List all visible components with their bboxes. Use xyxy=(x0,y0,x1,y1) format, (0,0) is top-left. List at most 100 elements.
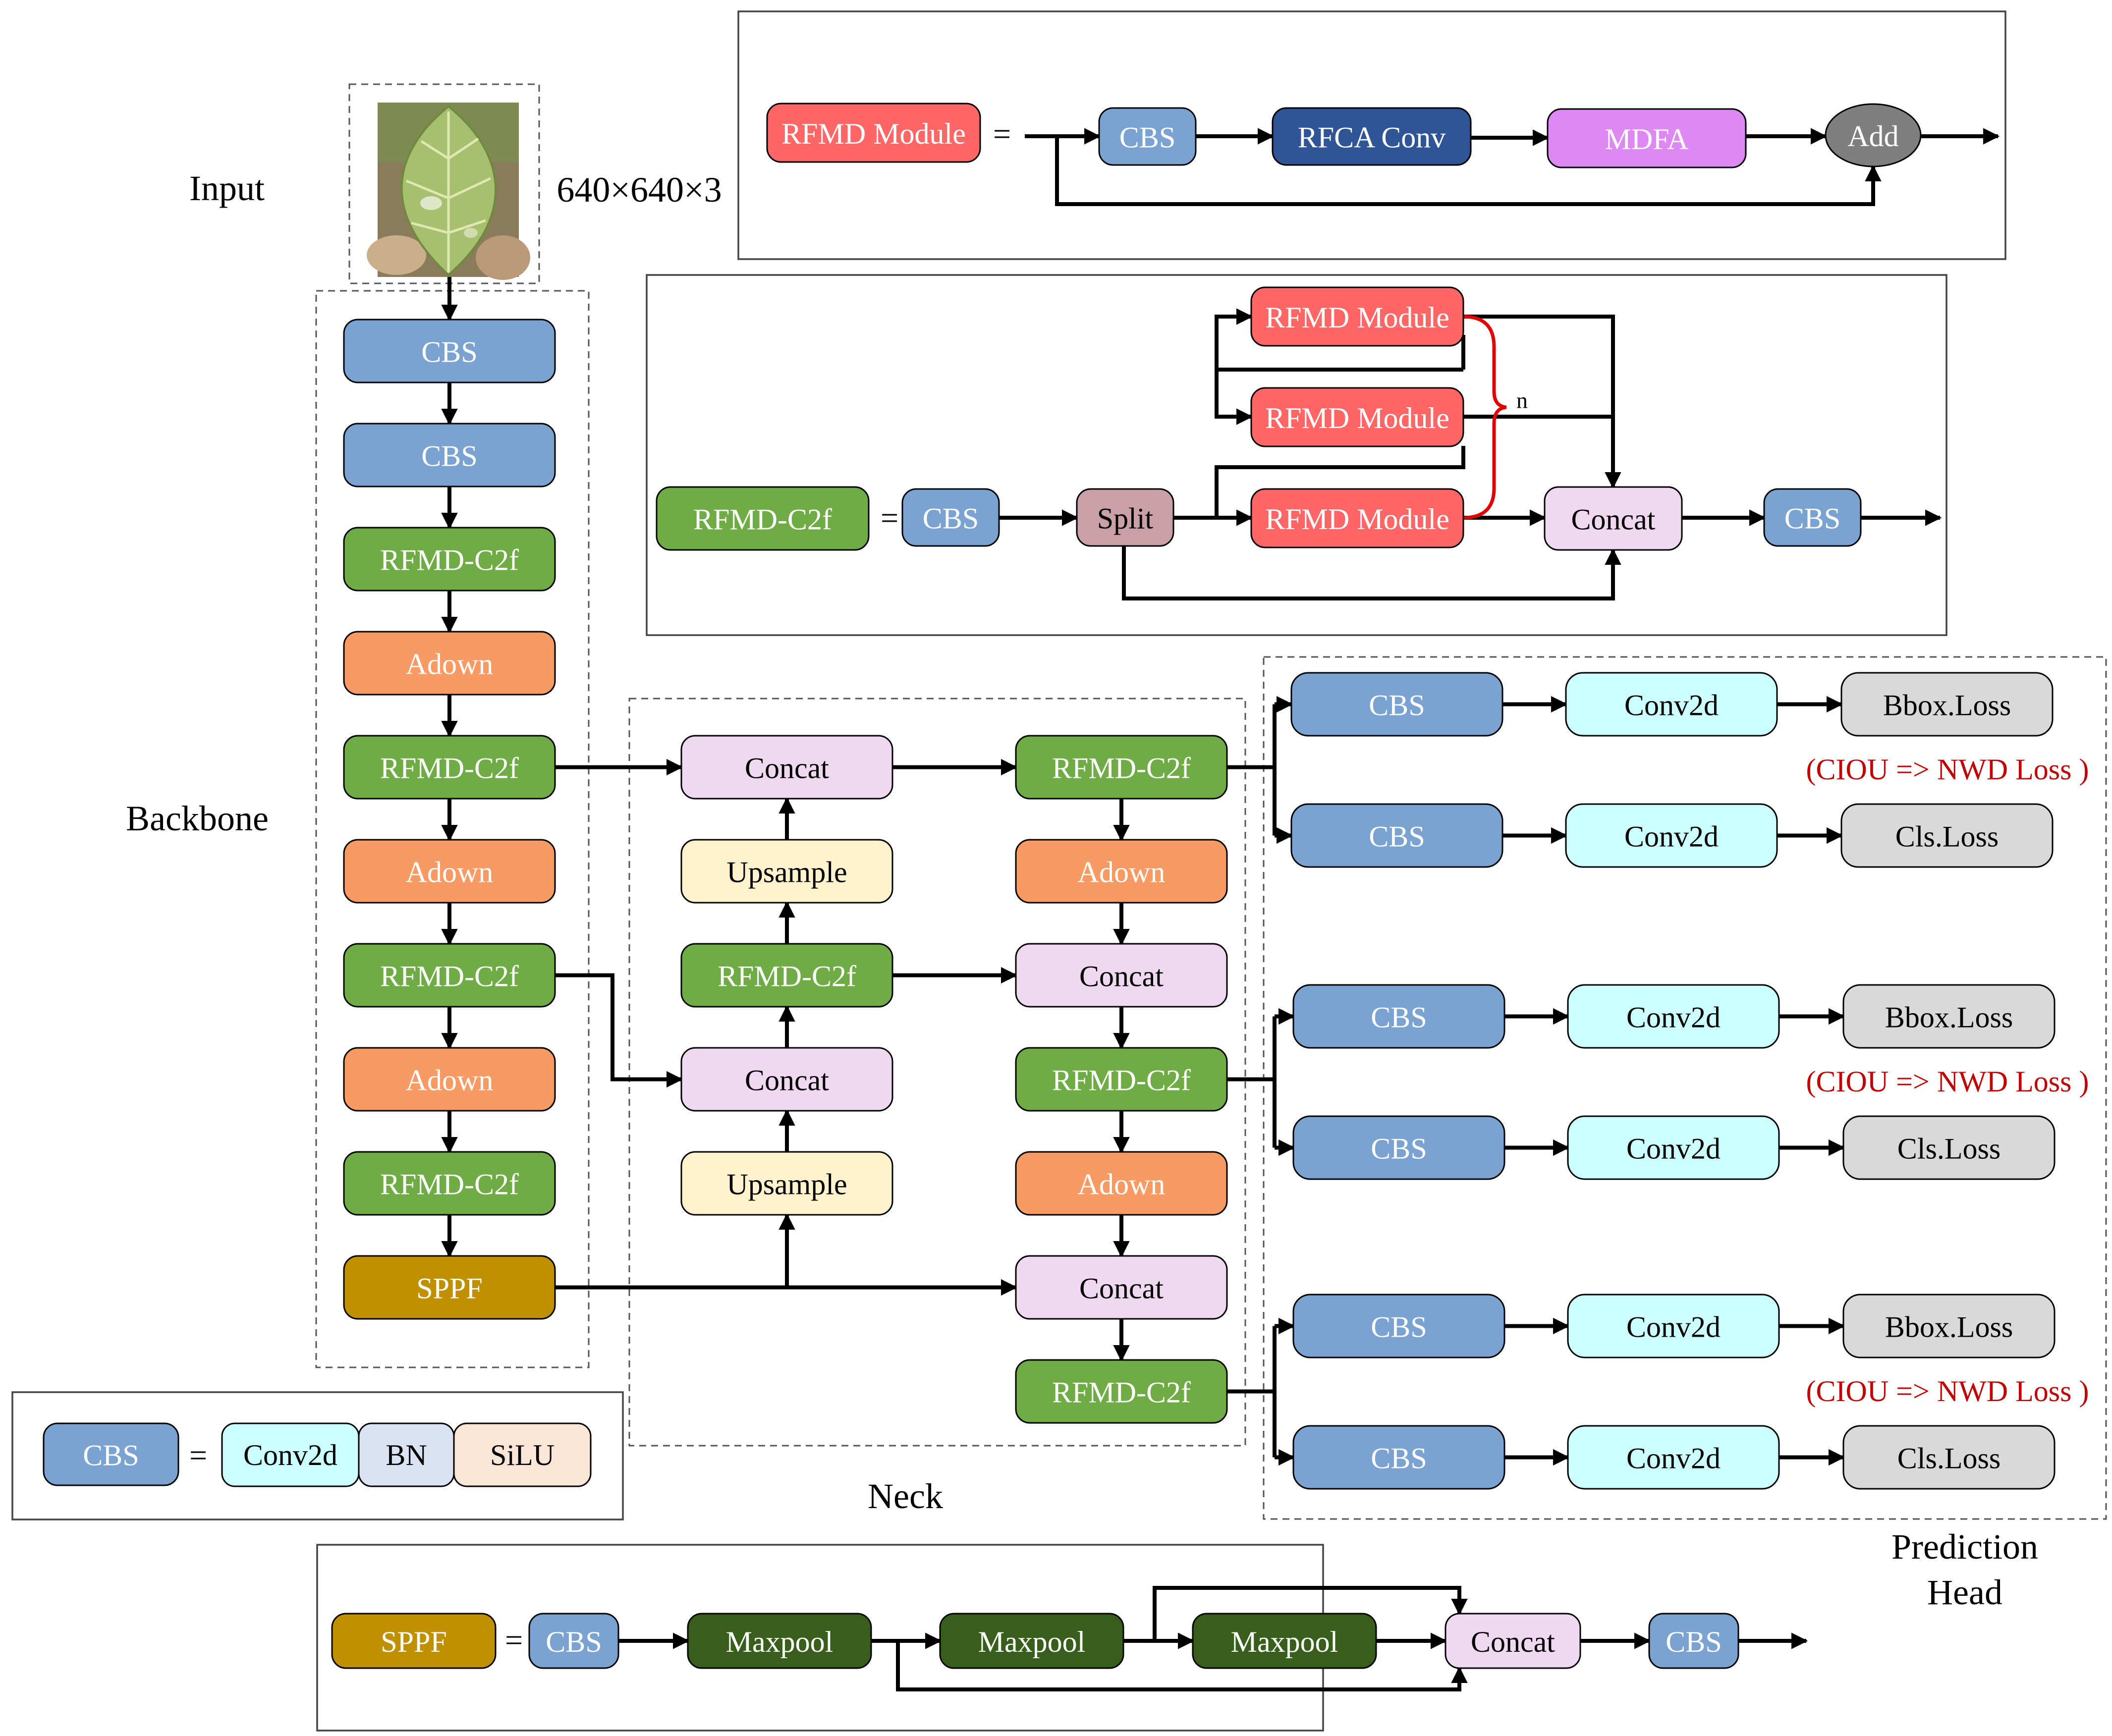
head-2-loss-note: (CIOU => NWD Loss ) xyxy=(1806,1065,2089,1098)
head-3-top-bbox-loss-label: Bbox.Loss xyxy=(1885,1311,2013,1344)
head-2-top-cbs-label: CBS xyxy=(1371,1001,1427,1034)
def-rfmd-module-equals: = xyxy=(993,116,1011,152)
def-sppf-equals: = xyxy=(505,1623,523,1658)
def-maxpool-3-label: Maxpool xyxy=(1231,1626,1338,1658)
neck-upsample-a5 xyxy=(680,1151,893,1216)
connector xyxy=(1153,1586,1468,1641)
backbone-rfmd-c2f-3-label: RFMD-C2f xyxy=(380,544,519,577)
backbone-rfmd-c2f-5-label: RFMD-C2f xyxy=(380,752,519,785)
def-split-label: Split xyxy=(1097,502,1154,535)
backbone-rfmd-c2f-7-label: RFMD-C2f xyxy=(380,960,519,993)
head-3-loss-note: (CIOU => NWD Loss ) xyxy=(1806,1375,2089,1408)
def-maxpool-1 xyxy=(687,1613,872,1669)
neck-adown-b5-label: Adown xyxy=(1078,1168,1166,1201)
neck-rfmd-c2f-a3-label: RFMD-C2f xyxy=(718,960,856,993)
head-3-top-bbox-loss xyxy=(1842,1294,2056,1358)
head-3-bottom-cbs-label: CBS xyxy=(1371,1442,1427,1475)
head-3-top-cbs xyxy=(1292,1294,1505,1358)
def-maxpool-3 xyxy=(1192,1613,1377,1669)
connector xyxy=(555,973,683,1088)
head-1-top-bbox-loss xyxy=(1840,672,2054,737)
connector xyxy=(555,1213,795,1290)
def-cbs-conv2d-label: Conv2d xyxy=(243,1439,337,1471)
neck-adown-b5 xyxy=(1015,1151,1228,1216)
def-split xyxy=(1076,488,1174,547)
input-label: Input xyxy=(189,168,265,208)
head-3-bottom-cbs xyxy=(1292,1425,1505,1490)
head-1-bottom-cbs xyxy=(1290,803,1503,868)
head-1-top-conv2d-label: Conv2d xyxy=(1624,689,1719,722)
head-3-bottom-conv2d xyxy=(1567,1425,1780,1490)
head-2-top-bbox-loss xyxy=(1842,984,2056,1049)
neck-upsample-a2-label: Upsample xyxy=(726,856,847,889)
def-cbs-silu-label: SiLU xyxy=(490,1439,555,1471)
backbone-label: Backbone xyxy=(126,799,269,838)
neck-adown-b2-label: Adown xyxy=(1078,856,1166,889)
def-rfmd-cbs xyxy=(1098,107,1197,166)
neck-concat-b3 xyxy=(1015,943,1228,1008)
neck-concat-a4-label: Concat xyxy=(745,1064,829,1097)
def-sppf-concat xyxy=(1445,1613,1581,1669)
neck-concat-a4 xyxy=(680,1047,893,1112)
head-1-top-bbox-loss-label: Bbox.Loss xyxy=(1883,689,2011,722)
head-3-top-cbs-label: CBS xyxy=(1371,1311,1427,1344)
connector xyxy=(1122,546,1621,600)
neck-rfmd-c2f-a3 xyxy=(680,943,893,1008)
repeat-n-label: n xyxy=(1516,388,1528,413)
def-c2f-rfmd-module-3-label: RFMD Module xyxy=(1265,503,1449,536)
neck-label: Neck xyxy=(868,1476,943,1516)
head-1-bottom-cls-loss xyxy=(1840,803,2054,868)
head-1-bottom-conv2d xyxy=(1565,803,1778,868)
def-add-label: Add xyxy=(1847,120,1898,153)
head-2-top-bbox-loss-label: Bbox.Loss xyxy=(1885,1001,2013,1034)
def-add-node xyxy=(1825,103,1922,167)
head-2-bottom-cls-loss xyxy=(1842,1115,2056,1180)
backbone-rfmd-c2f-3 xyxy=(343,527,556,592)
def-cbs xyxy=(43,1422,179,1486)
head-3-bottom-cls-loss xyxy=(1842,1425,2056,1490)
connector xyxy=(1215,308,1253,370)
backbone-adown-8 xyxy=(343,1047,556,1112)
head-2-bottom-cbs-label: CBS xyxy=(1371,1133,1427,1165)
neck-rfmd-c2f-b1 xyxy=(1015,735,1228,800)
def-rfmd-module xyxy=(766,103,981,163)
connector xyxy=(896,1641,1468,1691)
def-c2f-concat xyxy=(1544,486,1683,551)
def-mdfa xyxy=(1547,108,1747,168)
backbone-adown-6 xyxy=(343,839,556,904)
backbone-adown-4 xyxy=(343,631,556,696)
def-cbs-bn-label: BN xyxy=(386,1439,427,1471)
def-sppf-label: SPPF xyxy=(381,1626,446,1658)
neck-rfmd-c2f-b7 xyxy=(1015,1359,1228,1424)
connector xyxy=(1055,136,1882,206)
def-c2f-concat-label: Concat xyxy=(1571,503,1656,536)
cbs-definition-frame xyxy=(11,1391,624,1520)
def-cbs-silu xyxy=(453,1422,592,1487)
head-3-bottom-conv2d-label: Conv2d xyxy=(1626,1442,1721,1475)
rfmd-c2f-definition-frame xyxy=(646,274,1947,636)
def-maxpool-1-label: Maxpool xyxy=(726,1626,834,1658)
prediction-head-frame xyxy=(1263,656,2107,1520)
def-maxpool-2 xyxy=(939,1613,1124,1669)
backbone-sppf-10-label: SPPF xyxy=(416,1272,482,1305)
backbone-frame xyxy=(315,290,590,1368)
def-sppf-cbs-2 xyxy=(1648,1613,1739,1669)
head-1-bottom-conv2d-label: Conv2d xyxy=(1624,820,1719,853)
def-rfmd-c2f-equals: = xyxy=(881,500,898,536)
def-c2f-rfmd-module-2-label: RFMD Module xyxy=(1265,402,1449,434)
leaf-photo-icon xyxy=(367,103,530,280)
neck-rfmd-c2f-b4-label: RFMD-C2f xyxy=(1052,1064,1191,1097)
connector xyxy=(1215,368,1463,425)
connector xyxy=(1463,315,1621,489)
backbone-rfmd-c2f-7 xyxy=(343,943,556,1008)
head-2-bottom-cbs xyxy=(1292,1115,1505,1180)
neck-upsample-a2 xyxy=(680,839,893,904)
backbone-cbs-2-label: CBS xyxy=(421,440,477,473)
prediction-head-label-line1: Prediction xyxy=(1891,1527,2038,1567)
neck-adown-b2 xyxy=(1015,839,1228,904)
def-c2f-rfmd-module-3 xyxy=(1250,488,1464,548)
head-2-top-conv2d-label: Conv2d xyxy=(1626,1001,1721,1034)
head-3-top-conv2d xyxy=(1567,1294,1780,1358)
prediction-head-label-line2: Head xyxy=(1927,1573,2002,1612)
